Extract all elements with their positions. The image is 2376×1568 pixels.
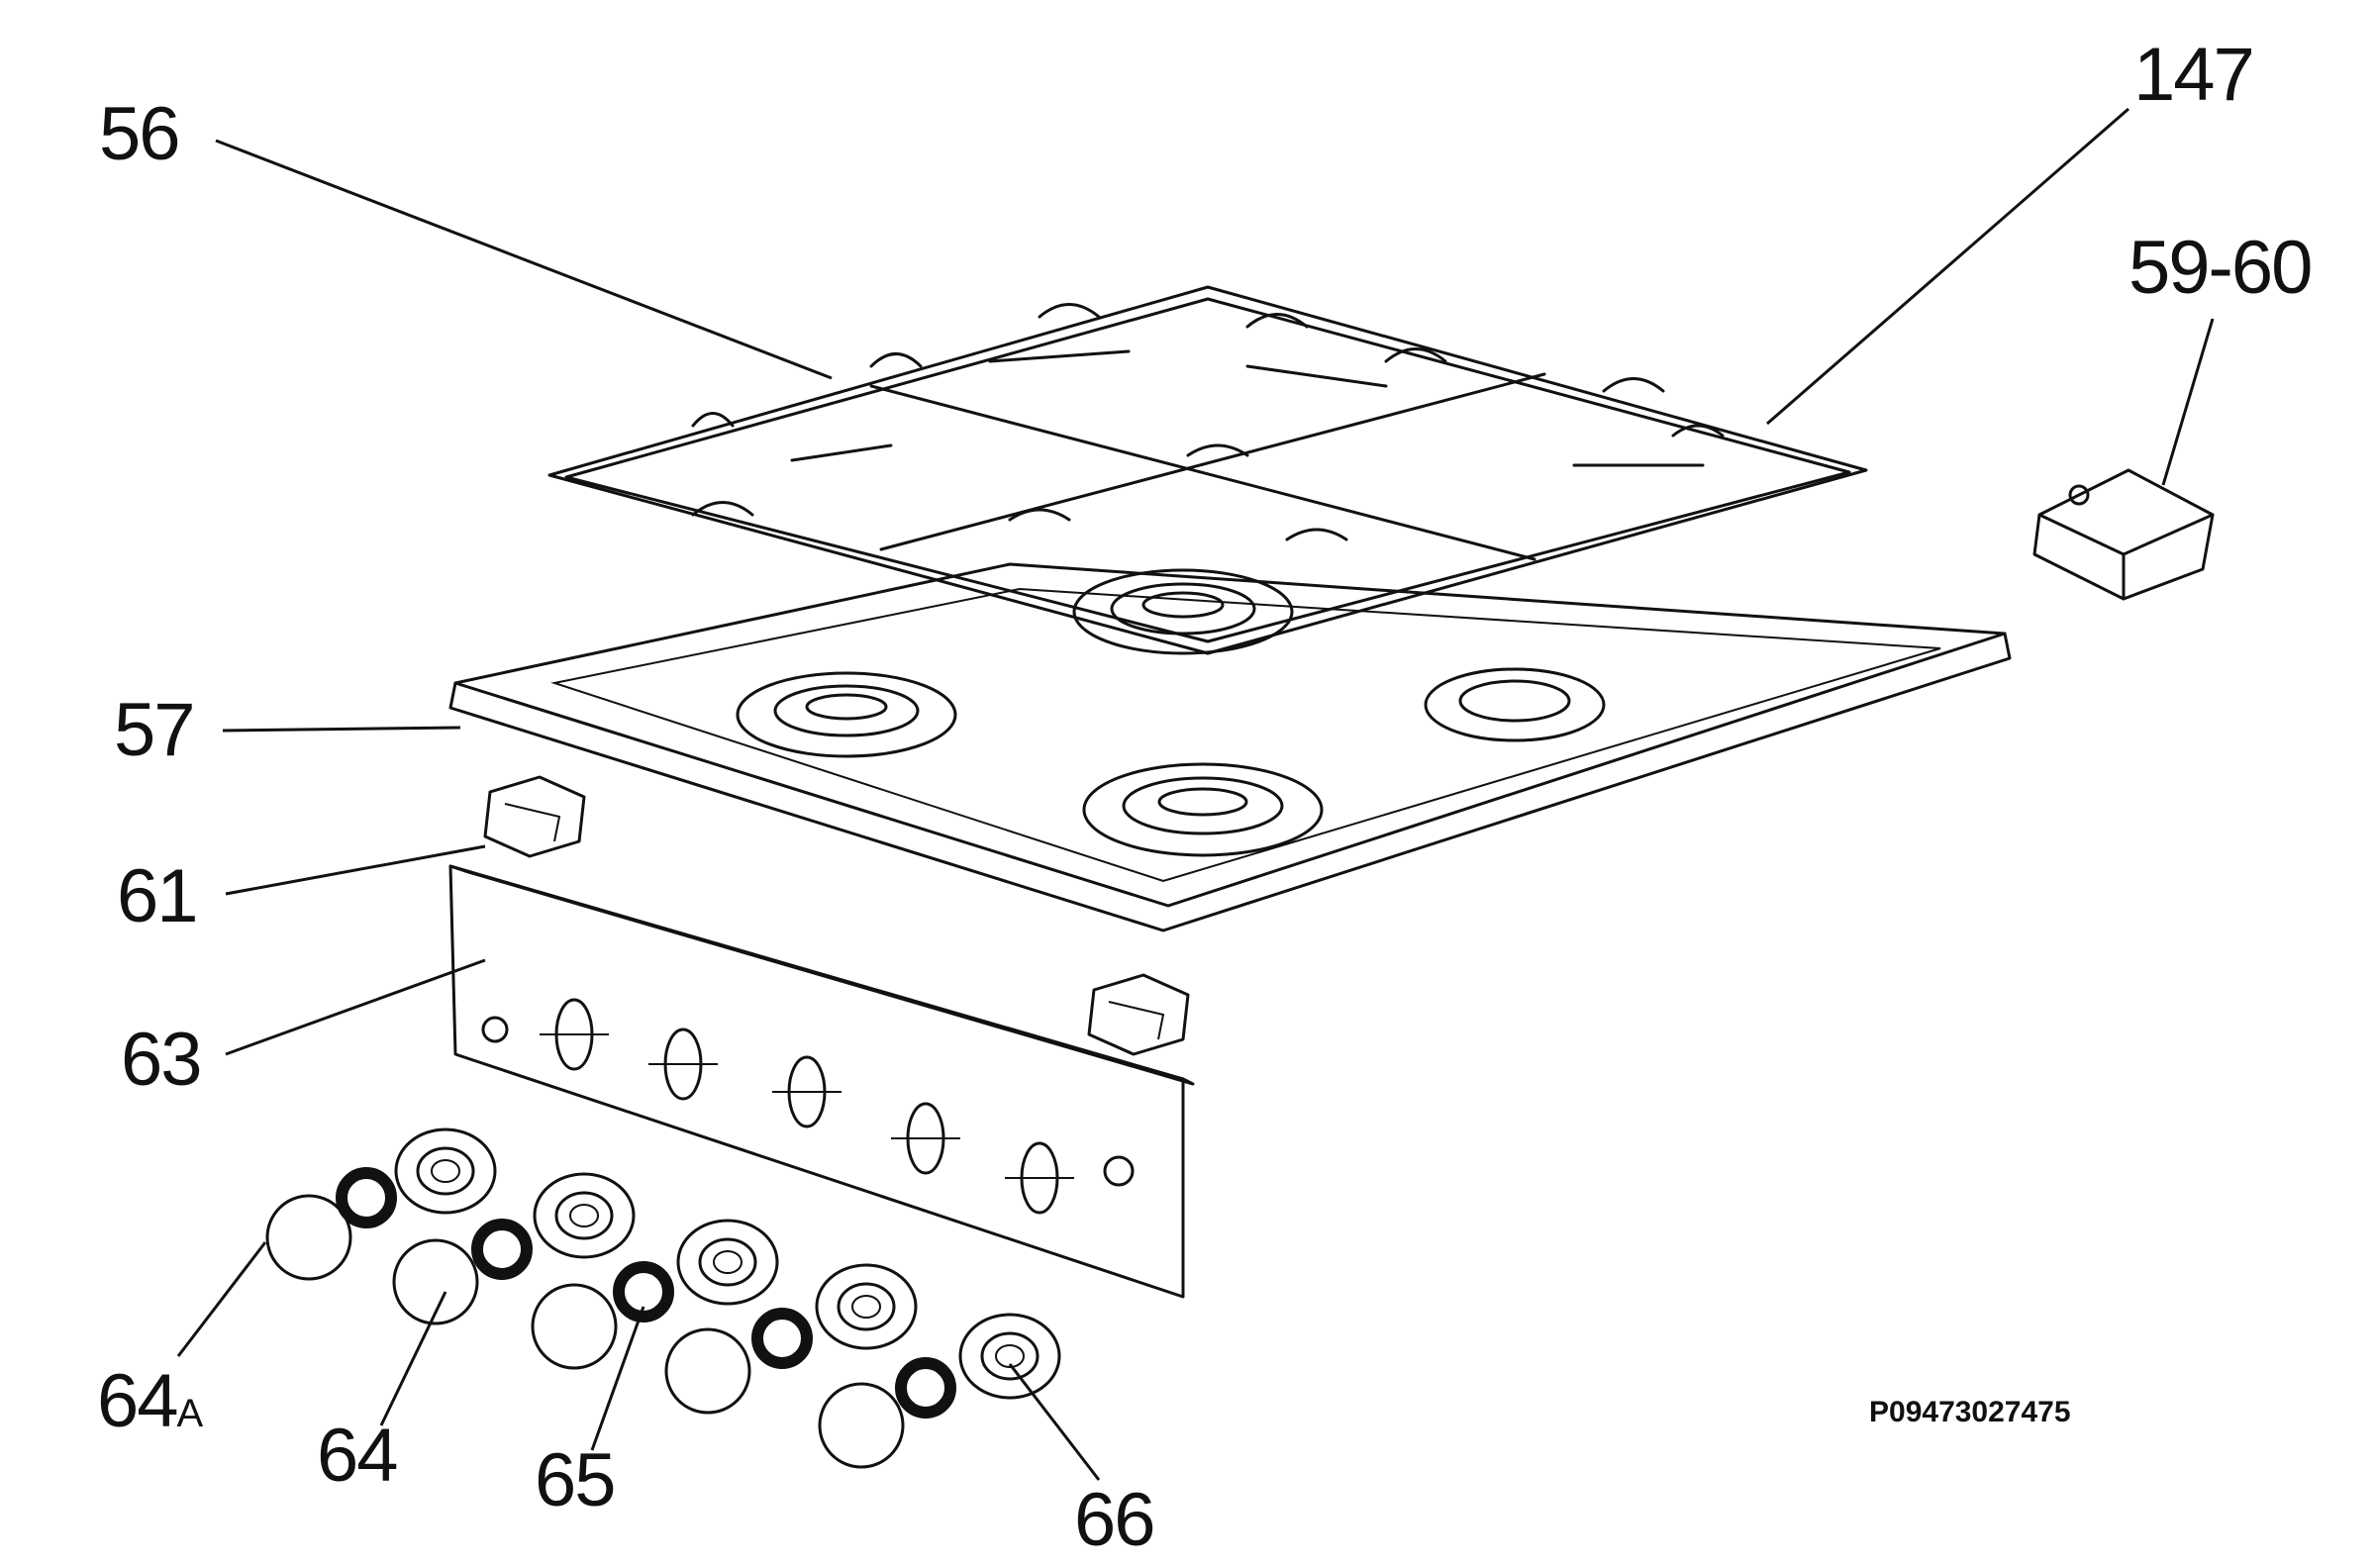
leader-61: [225, 844, 486, 896]
reference-code: P09473027475: [1869, 1396, 2071, 1428]
knob-hole: [772, 1055, 842, 1128]
callout-64a-number: 64: [97, 1359, 179, 1443]
callout-147: 147: [2133, 33, 2255, 117]
burner-front: [1082, 762, 1324, 857]
pan-support-part: [547, 285, 1868, 655]
callout-64a: 64A: [97, 1364, 203, 1439]
hob-top-part: [448, 562, 2012, 932]
small-valve-part: [2032, 468, 2215, 601]
leader-64: [379, 1291, 447, 1426]
clip-left-part: [483, 775, 586, 858]
leader-147: [1766, 107, 2129, 426]
callout-59-60: 59-60: [2128, 226, 2313, 310]
knob-hole: [648, 1028, 718, 1101]
leader-59-60: [2161, 318, 2215, 486]
knob-caps: [265, 1194, 905, 1469]
knob-bezels: [394, 1127, 1061, 1400]
knob-hole: [891, 1102, 960, 1175]
leader-64a: [176, 1241, 267, 1357]
burner-left: [736, 671, 957, 758]
leader-65: [590, 1306, 645, 1451]
knob-springs: [336, 1167, 956, 1419]
knob-hole: [1005, 1141, 1074, 1215]
knob-hole: [540, 998, 609, 1071]
leader-57: [222, 726, 461, 733]
leader-63: [225, 958, 486, 1056]
burner-rear: [1072, 568, 1294, 655]
leader-56: [215, 139, 833, 380]
callout-57: 57: [114, 688, 196, 772]
callout-66: 66: [1074, 1478, 1156, 1562]
clip-right-part: [1087, 973, 1190, 1056]
callout-63: 63: [121, 1018, 203, 1102]
callout-64: 64: [317, 1414, 399, 1498]
callout-65: 65: [535, 1438, 617, 1522]
burner-right: [1424, 667, 1606, 742]
callout-56: 56: [99, 92, 181, 176]
leader-lines: [176, 107, 2215, 1481]
callout-64a-suffix: A: [176, 1392, 204, 1435]
leader-66: [1008, 1363, 1101, 1481]
control-panel-part: [448, 864, 1195, 1299]
callout-61: 61: [117, 854, 199, 938]
